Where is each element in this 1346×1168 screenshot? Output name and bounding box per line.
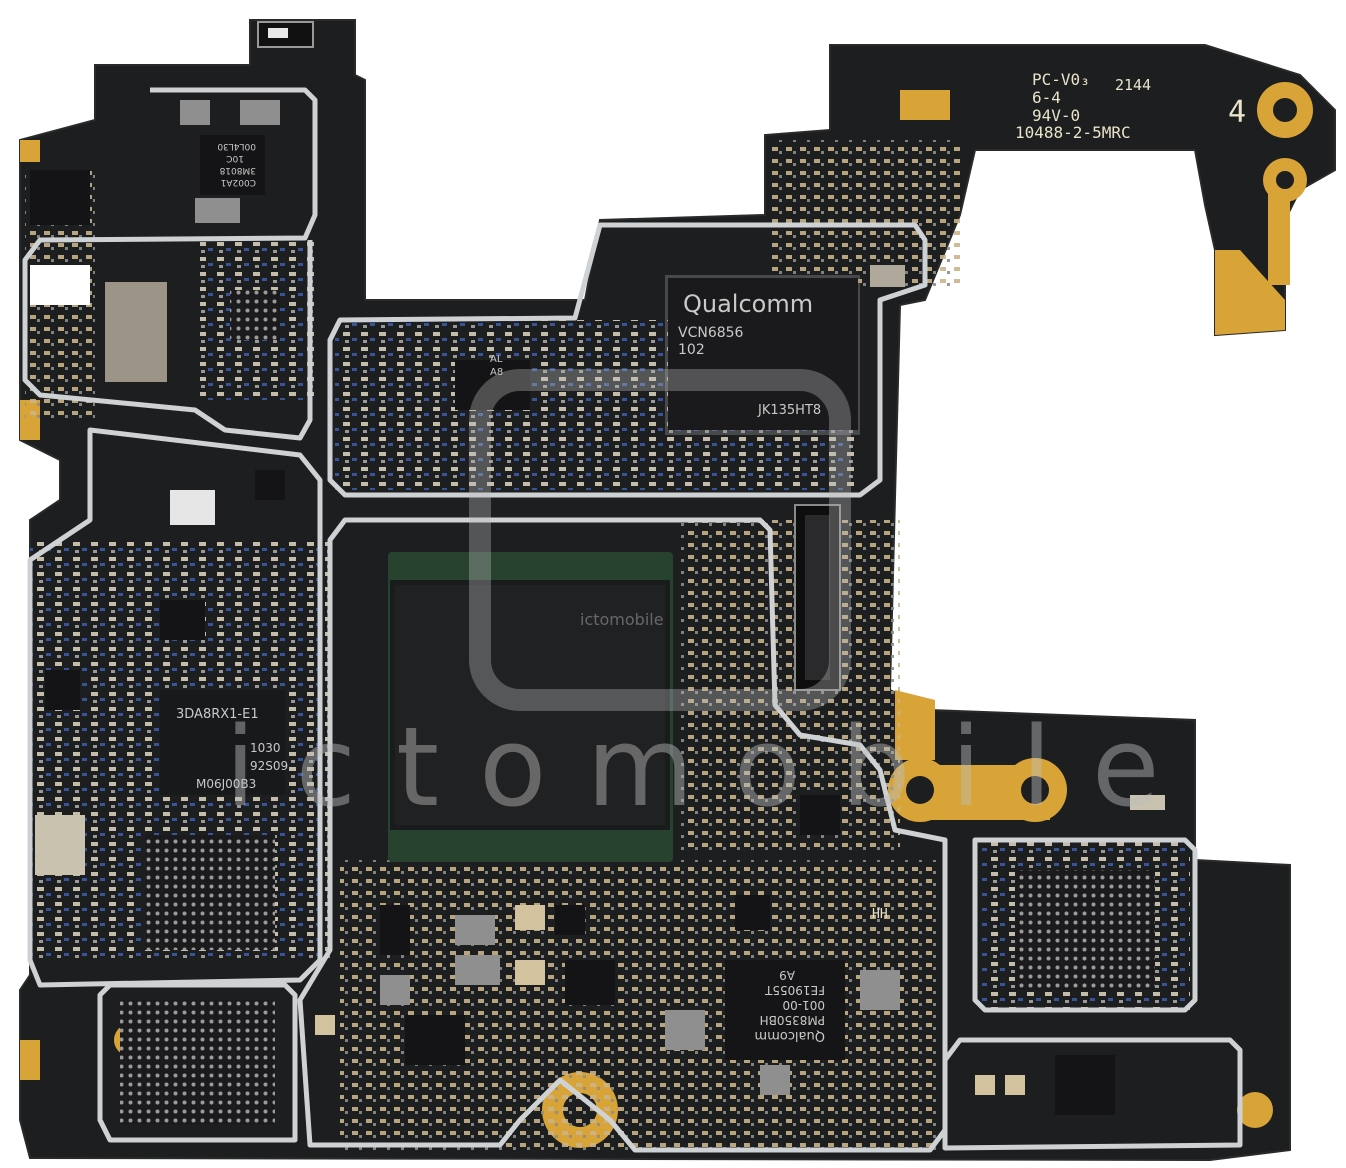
- pmic-vendor: Qualcomm: [755, 1028, 825, 1043]
- silk-line2: 6-4: [1032, 88, 1061, 107]
- silk-line1: PC-V0₃: [1032, 70, 1090, 89]
- wifi-rev: 102: [678, 342, 705, 358]
- shield-frames: [22, 87, 1243, 1153]
- small-chip-a8: A8: [490, 367, 503, 378]
- silk-line3: 94V-0: [1032, 106, 1080, 125]
- bga-areas: [120, 290, 1155, 1125]
- wifi-model: VCN6856: [678, 325, 744, 341]
- silk-line4: 10488-2-5MRC: [1015, 123, 1131, 142]
- topleft-line3: 10C: [226, 153, 244, 163]
- b2b-connector: [794, 504, 841, 691]
- wifi-lot: JK135HT8: [757, 403, 821, 418]
- pmic-chip: [725, 960, 845, 1060]
- silk-hh: HH: [872, 907, 888, 922]
- topleft-line4: 00L4L30: [217, 141, 256, 151]
- wifi-vendor: Qualcomm: [683, 290, 813, 318]
- memory-line3: 92S09: [250, 759, 288, 773]
- wifi-chip: [665, 275, 860, 435]
- memory-line2: 1030: [250, 741, 281, 755]
- memory-chip: [160, 690, 285, 795]
- memory-line1: 3DA8RX1-E1: [176, 707, 259, 722]
- misc-chips: [30, 135, 1115, 1115]
- silk-code: 2144: [1115, 76, 1151, 94]
- pmic-lot: FE19055T: [764, 983, 825, 997]
- pmic-rev: 001-00: [782, 998, 825, 1012]
- pmic-model: PM8350BH: [760, 1013, 825, 1027]
- topleft-line1: C002A1: [221, 177, 256, 187]
- watermark-brand: ictomobile: [225, 703, 1200, 831]
- watermark: ictomobile ictomobile: [225, 369, 1200, 831]
- watermark-url: ictomobile: [580, 610, 664, 629]
- top-connector: [257, 21, 314, 48]
- silk-corner-number: 4: [1228, 95, 1246, 130]
- small-chip-al: AL: [490, 354, 503, 365]
- memory-line4: M06J00B3: [196, 777, 256, 791]
- topleft-line2: 3M8018: [219, 165, 256, 175]
- pmic-code: A9: [779, 968, 795, 982]
- passives: [30, 90, 1165, 1095]
- soc-chip: [388, 552, 673, 862]
